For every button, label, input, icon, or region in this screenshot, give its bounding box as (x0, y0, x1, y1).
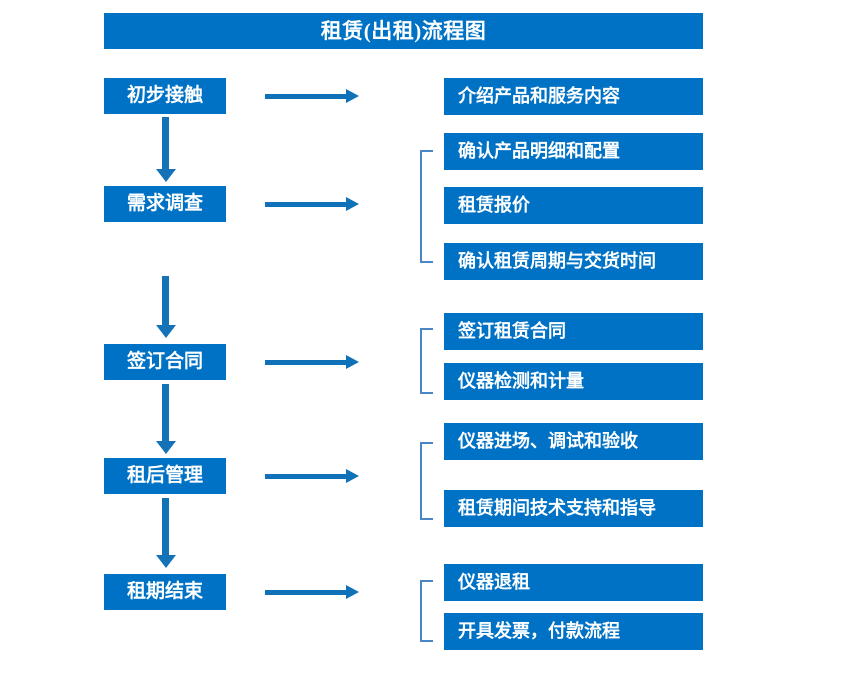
group-bracket-5 (420, 580, 433, 642)
down-arrow-4 (156, 498, 176, 568)
right-arrow-5 (265, 585, 359, 599)
detail-box-4-1[interactable]: 仪器进场、调试和验收 (444, 423, 703, 460)
down-arrow-3 (156, 384, 176, 454)
right-arrow-shaft (265, 94, 346, 99)
down-arrow-shaft (162, 117, 169, 169)
stage-box-2[interactable]: 需求调查 (104, 186, 226, 222)
down-arrow-2 (156, 276, 176, 338)
down-arrow-head (156, 555, 176, 568)
detail-box-5-2[interactable]: 开具发票，付款流程 (444, 613, 703, 650)
right-arrow-shaft (265, 202, 346, 207)
right-arrow-head (346, 585, 359, 599)
group-bracket-2 (420, 150, 433, 263)
right-arrow-shaft (265, 590, 346, 595)
detail-box-3-2[interactable]: 仪器检测和计量 (444, 363, 703, 400)
detail-box-5-1[interactable]: 仪器退租 (444, 564, 703, 601)
detail-box-2-3[interactable]: 确认租赁周期与交货时间 (444, 243, 703, 280)
stage-box-4[interactable]: 租后管理 (104, 458, 226, 494)
detail-box-1-1[interactable]: 介绍产品和服务内容 (444, 78, 703, 115)
down-arrow-head (156, 169, 176, 182)
right-arrow-shaft (265, 474, 346, 479)
right-arrow-2 (265, 197, 359, 211)
stage-box-1[interactable]: 初步接触 (104, 78, 226, 114)
stage-box-5[interactable]: 租期结束 (104, 574, 226, 610)
stage-box-3[interactable]: 签订合同 (104, 344, 226, 380)
detail-box-3-1[interactable]: 签订租赁合同 (444, 313, 703, 350)
detail-box-2-2[interactable]: 租赁报价 (444, 187, 703, 224)
down-arrow-shaft (162, 384, 169, 441)
right-arrow-shaft (265, 360, 346, 365)
right-arrow-1 (265, 89, 359, 103)
right-arrow-head (346, 197, 359, 211)
right-arrow-3 (265, 355, 359, 369)
down-arrow-1 (156, 117, 176, 182)
right-arrow-head (346, 355, 359, 369)
right-arrow-head (346, 469, 359, 483)
group-bracket-3 (420, 328, 433, 394)
down-arrow-head (156, 325, 176, 338)
right-arrow-head (346, 89, 359, 103)
right-arrow-4 (265, 469, 359, 483)
down-arrow-shaft (162, 498, 169, 555)
page-title: 租赁(出租)流程图 (104, 13, 703, 49)
group-bracket-4 (420, 442, 433, 520)
detail-box-4-2[interactable]: 租赁期间技术支持和指导 (444, 490, 703, 527)
down-arrow-head (156, 441, 176, 454)
down-arrow-shaft (162, 276, 169, 325)
detail-box-2-1[interactable]: 确认产品明细和配置 (444, 133, 703, 170)
